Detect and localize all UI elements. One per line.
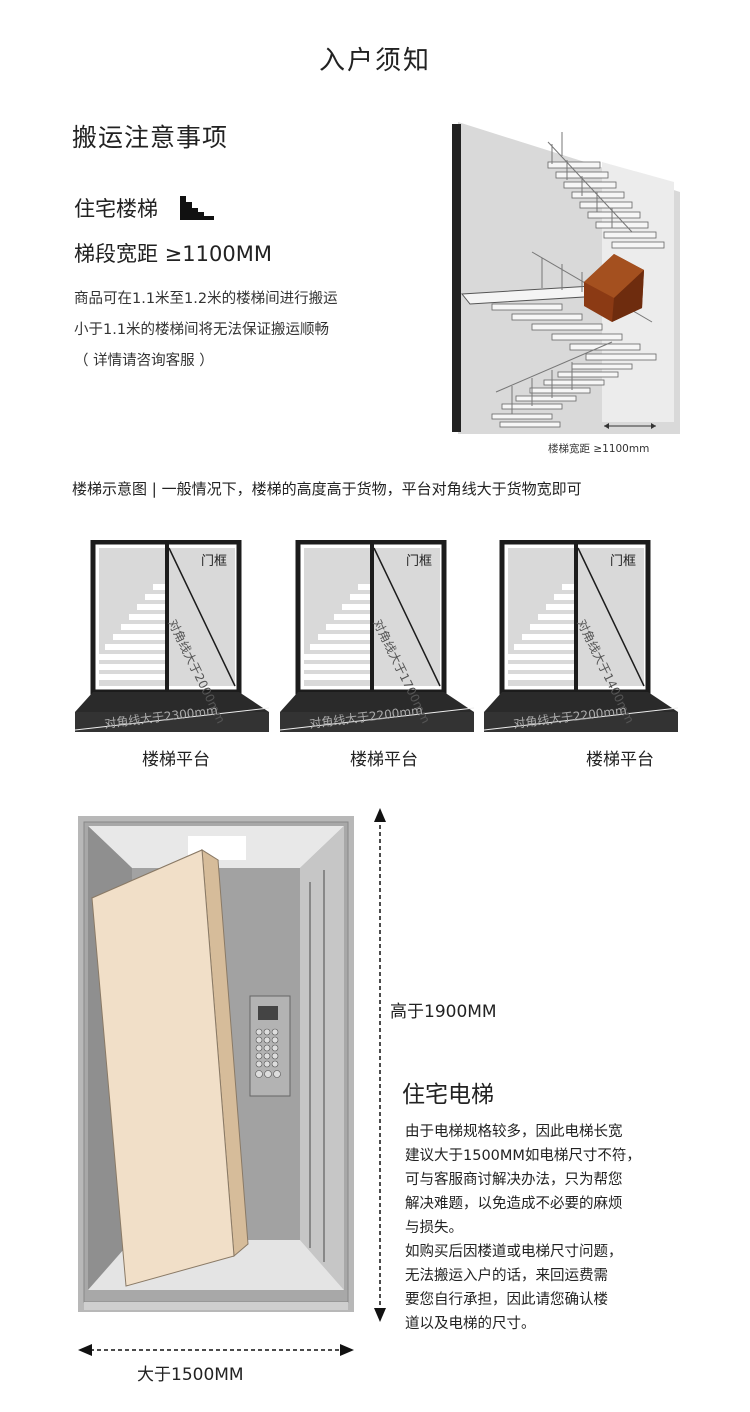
diagram-description: 楼梯示意图 | 一般情况下，楼梯的高度高于货物，平台对角线大于货物宽即可 — [72, 480, 582, 498]
platform-2-label: 楼梯平台 — [350, 750, 418, 770]
stair-title: 住宅楼梯 — [74, 197, 158, 221]
stair-width-rule: 梯段宽距 ≥1100MM — [74, 242, 272, 266]
elevator-title: 住宅电梯 — [402, 1082, 494, 1108]
height-label: 高于1900MM — [390, 1002, 497, 1022]
staircase-illustration — [452, 122, 680, 434]
platform-2-door: 门框 — [406, 554, 432, 569]
width-label: 大于1500MM — [137, 1365, 244, 1385]
elevator-illustration — [78, 816, 354, 1312]
elevator-line-6: 如购买后因楼道或电梯尺寸问题， — [405, 1244, 623, 1260]
stairs-icon — [180, 196, 214, 220]
elevator-line-4: 解决难题，以免造成不必要的麻烦 — [405, 1196, 623, 1212]
elevator-line-1: 由于电梯规格较多，因此电梯长宽 — [405, 1124, 623, 1140]
platform-3-label: 楼梯平台 — [586, 750, 654, 770]
platform-1-label: 楼梯平台 — [142, 750, 210, 770]
section-title: 搬运注意事项 — [72, 123, 229, 152]
platform-diagram-2: 对角线大于1700mm 对角线大于2200mm 门框 — [280, 540, 474, 732]
platform-3-door: 门框 — [610, 554, 636, 569]
elevator-line-5: 与损失。 — [405, 1220, 463, 1236]
page-title: 入户须知 — [318, 46, 431, 76]
platform-diagram-3: 对角线大于1400mm 对角线大于2200mm 门框 — [484, 540, 678, 732]
elevator-line-8: 要您自行承担，因此请您确认楼 — [405, 1292, 608, 1308]
height-dimension-arrow — [374, 808, 386, 1322]
stair-line-1: 商品可在1.1米至1.2米的楼梯间进行搬运 — [74, 291, 338, 307]
elevator-line-2: 建议大于1500MM如电梯尺寸不符， — [405, 1148, 641, 1164]
platform-1-door: 门框 — [201, 554, 227, 569]
elevator-line-7: 无法搬运入户的话，来回运费需 — [405, 1268, 608, 1284]
elevator-line-3: 可与客服商讨解决办法，只为帮您 — [405, 1172, 623, 1188]
platform-diagram-1: 对角线大于2000mm 对角线大于2300mm 门框 — [75, 540, 269, 732]
elevator-line-9: 道以及电梯的尺寸。 — [405, 1316, 536, 1332]
width-dimension-arrow — [78, 1344, 354, 1356]
stair-photo-caption: 楼梯宽距 ≥1100mm — [548, 443, 650, 455]
stair-line-3: （ 详情请咨询客服 ） — [74, 353, 214, 369]
stair-line-2: 小于1.1米的楼梯间将无法保证搬运顺畅 — [74, 322, 330, 338]
